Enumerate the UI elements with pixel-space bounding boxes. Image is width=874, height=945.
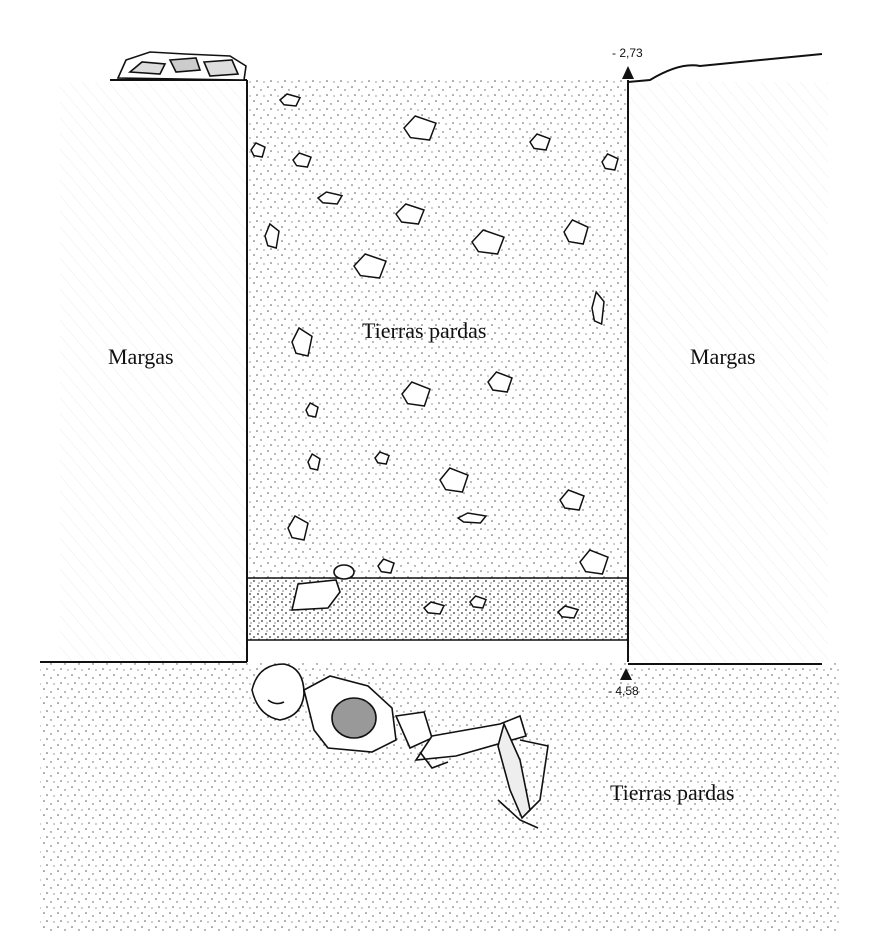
fill-stones bbox=[250, 93, 619, 619]
fill-stone bbox=[579, 549, 609, 575]
fill-stone bbox=[556, 605, 580, 619]
fill-stone bbox=[377, 558, 395, 574]
fill-stone bbox=[456, 512, 488, 524]
fill-stone bbox=[395, 203, 425, 225]
skeleton-burial bbox=[251, 663, 549, 829]
datum-marker-bottom bbox=[620, 668, 632, 680]
base-deposit bbox=[40, 662, 840, 932]
pottery-vessel bbox=[290, 564, 355, 611]
fill-stone bbox=[292, 152, 312, 168]
datum-marker-top bbox=[622, 66, 634, 79]
fill-stone bbox=[316, 191, 344, 205]
label-base: Tierras pardas bbox=[610, 780, 735, 805]
fill-stone bbox=[439, 467, 469, 493]
fill-stone bbox=[307, 452, 321, 471]
fill-stone bbox=[563, 219, 589, 245]
fill-stone bbox=[287, 514, 309, 541]
fill-stone bbox=[529, 133, 551, 151]
margas-left-area bbox=[60, 82, 247, 662]
fill-stone bbox=[250, 142, 266, 158]
elevation-bottom: - 4,58 bbox=[608, 684, 639, 698]
fill-stone bbox=[591, 290, 605, 326]
margas-right-area bbox=[628, 82, 828, 662]
base-boundary bbox=[40, 661, 822, 665]
label-margas-right: Margas bbox=[690, 344, 756, 369]
fill-stone bbox=[469, 595, 487, 609]
surface-stones bbox=[116, 51, 247, 81]
fill-stone bbox=[305, 402, 319, 418]
fill-stone bbox=[487, 371, 513, 393]
fill-stone bbox=[353, 253, 387, 279]
label-fill: Tierras pardas bbox=[362, 318, 487, 343]
fill-stone bbox=[471, 229, 505, 255]
fill-stone bbox=[403, 115, 437, 141]
fill-stone bbox=[401, 381, 431, 407]
label-margas-left: Margas bbox=[108, 344, 174, 369]
fill-stone bbox=[422, 601, 446, 615]
fill-stone bbox=[278, 93, 302, 107]
fill-stone bbox=[559, 489, 585, 511]
fill-stone bbox=[374, 451, 390, 465]
fill-stone bbox=[291, 326, 313, 357]
pit-walls bbox=[246, 80, 629, 662]
elevation-top: - 2,73 bbox=[612, 46, 643, 60]
fill-stone bbox=[601, 153, 619, 171]
fill-stone bbox=[264, 222, 280, 249]
